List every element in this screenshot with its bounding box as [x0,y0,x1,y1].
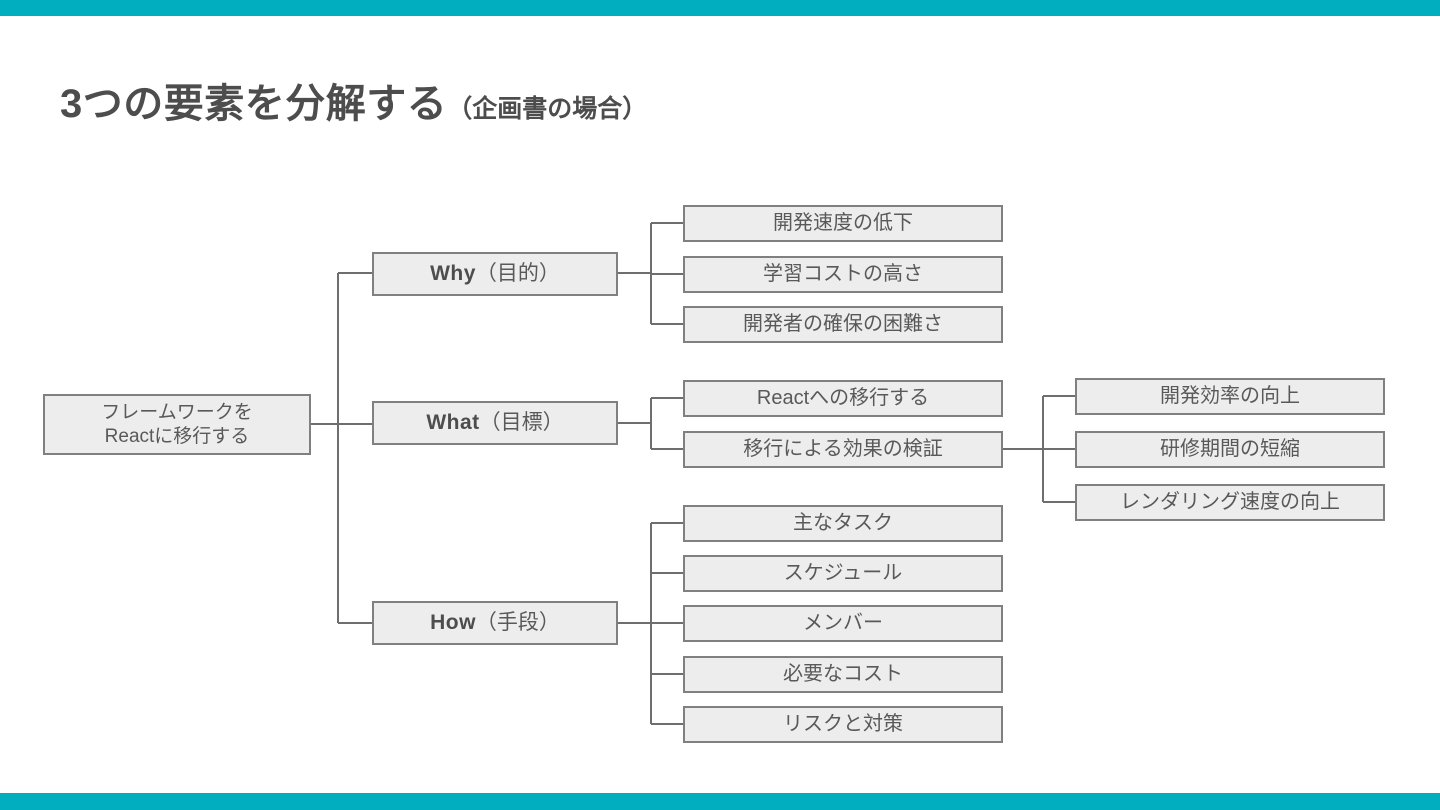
tree-node-what-en: What [426,410,480,434]
tree-node-what-jp: （目標） [479,410,564,434]
tree-node-why-child-1[interactable]: 開発速度の低下 [683,205,1003,242]
tree-node-label: Reactへの移行する [756,387,930,409]
tree-node-root-label: フレームワークを Reactに移行する [101,401,253,447]
tree-node-root[interactable]: フレームワークを Reactに移行する [43,394,311,455]
tree-node-effect-1[interactable]: 開発効率の向上 [1075,378,1385,415]
tree-node-label: 主なタスク [793,512,893,534]
tree-node-why-child-2[interactable]: 学習コストの高さ [683,256,1003,293]
tree-node-what-child-1[interactable]: Reactへの移行する [683,380,1003,417]
tree-node-label: リスクと対策 [783,713,903,735]
tree-node-how-child-5[interactable]: リスクと対策 [683,706,1003,743]
tree-node-label: スケジュール [783,562,903,584]
tree-node-label: 開発速度の低下 [773,212,913,234]
tree-node-label: レンダリング速度の向上 [1120,491,1340,513]
tree-node-how-child-4[interactable]: 必要なコスト [683,656,1003,693]
tree-node-how-jp: （手段） [475,610,560,634]
tree-node-what[interactable]: What（目標） [372,401,618,445]
tree-node-effect-2[interactable]: 研修期間の短縮 [1075,431,1385,468]
page-title-sub: （企画書の場合） [447,95,648,123]
bottom-accent-bar [0,793,1440,810]
tree-node-label: メンバー [803,612,883,634]
tree-node-label: 移行による効果の検証 [743,438,943,460]
page-title-main: 3つの要素を分解する [60,82,448,126]
tree-node-how-child-3[interactable]: メンバー [683,605,1003,642]
tree-node-label: 必要なコスト [783,663,903,685]
tree-node-label: 開発者の確保の困難さ [743,313,943,335]
tree-node-how[interactable]: How（手段） [372,601,618,645]
tree-node-effect-3[interactable]: レンダリング速度の向上 [1075,484,1385,521]
tree-node-what-child-2[interactable]: 移行による効果の検証 [683,431,1003,468]
tree-node-label: 研修期間の短縮 [1160,438,1300,460]
tree-node-why-jp: （目的） [475,261,560,285]
tree-node-why[interactable]: Why（目的） [372,252,618,296]
page-title: 3つの要素を分解する（企画書の場合） [60,84,647,124]
tree-node-why-child-3[interactable]: 開発者の確保の困難さ [683,306,1003,343]
tree-node-label: 学習コストの高さ [763,263,923,285]
tree-node-why-en: Why [430,261,476,285]
top-accent-bar [0,0,1440,16]
tree-node-label: 開発効率の向上 [1160,385,1300,407]
tree-node-how-en: How [430,610,476,634]
tree-node-how-child-1[interactable]: 主なタスク [683,505,1003,542]
tree-node-how-child-2[interactable]: スケジュール [683,555,1003,592]
